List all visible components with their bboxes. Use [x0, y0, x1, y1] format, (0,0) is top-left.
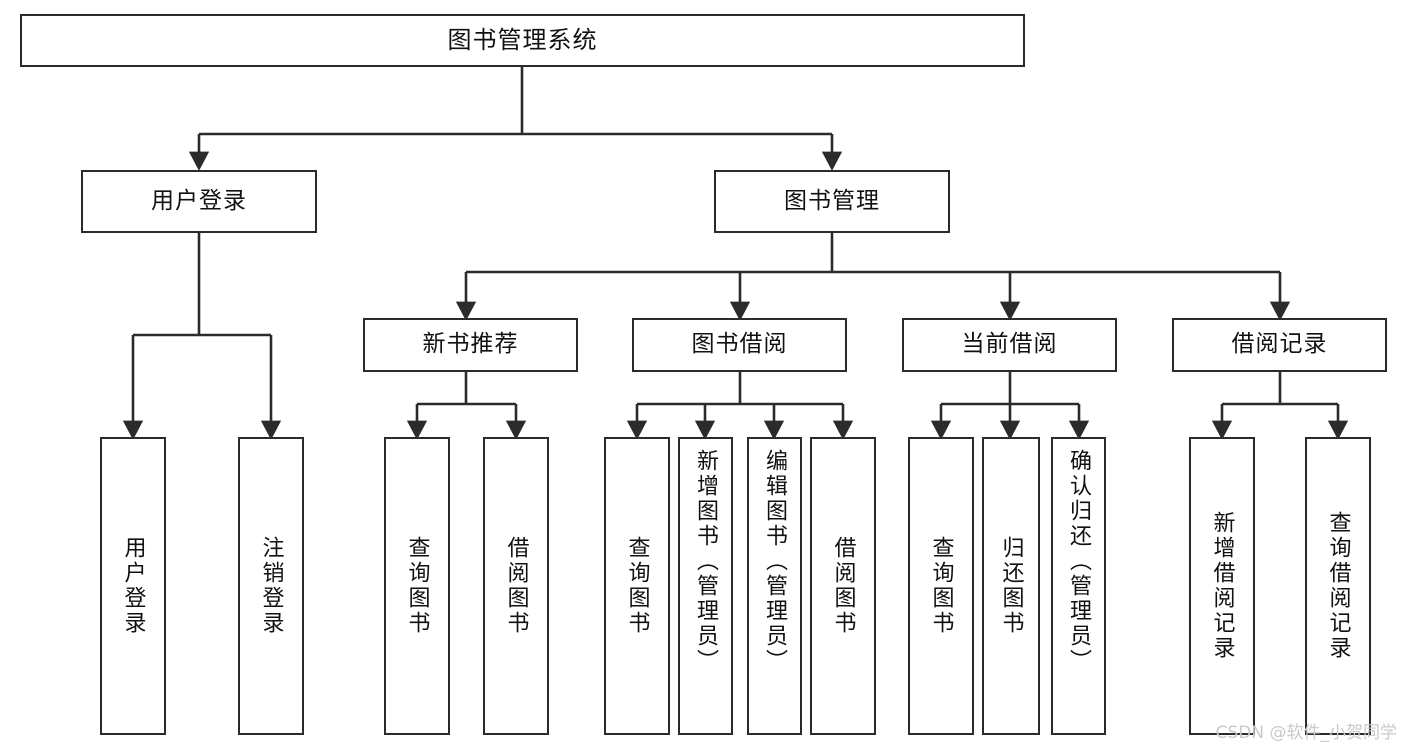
node-root-system[interactable]: 图书管理系统 [20, 14, 1025, 67]
leaf-add-borrow-record[interactable]: 新增借阅记录 [1189, 437, 1255, 735]
node-borrow-records[interactable]: 借阅记录 [1172, 318, 1387, 372]
leaf-current-query-book-label: 查询图书 [928, 536, 954, 636]
leaf-borrow-query-book-label: 查询图书 [624, 536, 650, 636]
node-book-borrow-label: 图书借阅 [691, 331, 788, 358]
leaf-new-book-query[interactable]: 查询图书 [384, 437, 450, 735]
leaf-borrow-book-label: 借阅图书 [830, 536, 856, 636]
leaf-add-borrow-record-label: 新增借阅记录 [1209, 511, 1235, 661]
leaf-edit-book-admin[interactable]: 编辑图书（管理员） [747, 437, 802, 735]
leaf-user-login-label: 用户登录 [120, 536, 146, 636]
leaf-new-book-query-label: 查询图书 [404, 536, 430, 636]
leaf-new-book-borrow-label: 借阅图书 [503, 536, 529, 636]
node-current-borrow-label: 当前借阅 [961, 331, 1058, 358]
leaf-user-login[interactable]: 用户登录 [100, 437, 166, 735]
csdn-watermark: CSDN @软件_小贺同学 [1215, 723, 1397, 743]
node-user-login-label: 用户登录 [151, 187, 247, 214]
leaf-return-book-label: 归还图书 [998, 536, 1024, 636]
node-book-management[interactable]: 图书管理 [714, 170, 950, 233]
node-book-borrow[interactable]: 图书借阅 [632, 318, 847, 372]
leaf-borrow-book[interactable]: 借阅图书 [810, 437, 876, 735]
leaf-add-book-admin[interactable]: 新增图书（管理员） [678, 437, 733, 735]
node-new-book-recommend[interactable]: 新书推荐 [363, 318, 578, 372]
leaf-query-borrow-record-label: 查询借阅记录 [1325, 511, 1351, 661]
node-user-login[interactable]: 用户登录 [81, 170, 317, 233]
node-borrow-records-label: 借阅记录 [1231, 331, 1328, 358]
node-root-system-label: 图书管理系统 [447, 26, 598, 55]
leaf-edit-book-admin-label: 编辑图书（管理员） [762, 449, 788, 674]
leaf-return-book[interactable]: 归还图书 [982, 437, 1040, 735]
leaf-logout[interactable]: 注销登录 [238, 437, 304, 735]
leaf-new-book-borrow[interactable]: 借阅图书 [483, 437, 549, 735]
leaf-current-query-book[interactable]: 查询图书 [908, 437, 974, 735]
leaf-confirm-return-admin-label: 确认归还（管理员） [1066, 449, 1092, 674]
leaf-confirm-return-admin[interactable]: 确认归还（管理员） [1051, 437, 1106, 735]
leaf-borrow-query-book[interactable]: 查询图书 [604, 437, 670, 735]
leaf-logout-label: 注销登录 [258, 536, 284, 636]
node-new-book-recommend-label: 新书推荐 [422, 331, 519, 358]
leaf-query-borrow-record[interactable]: 查询借阅记录 [1305, 437, 1371, 735]
node-book-management-label: 图书管理 [784, 187, 880, 214]
leaf-add-book-admin-label: 新增图书（管理员） [693, 449, 719, 674]
node-current-borrow[interactable]: 当前借阅 [902, 318, 1117, 372]
